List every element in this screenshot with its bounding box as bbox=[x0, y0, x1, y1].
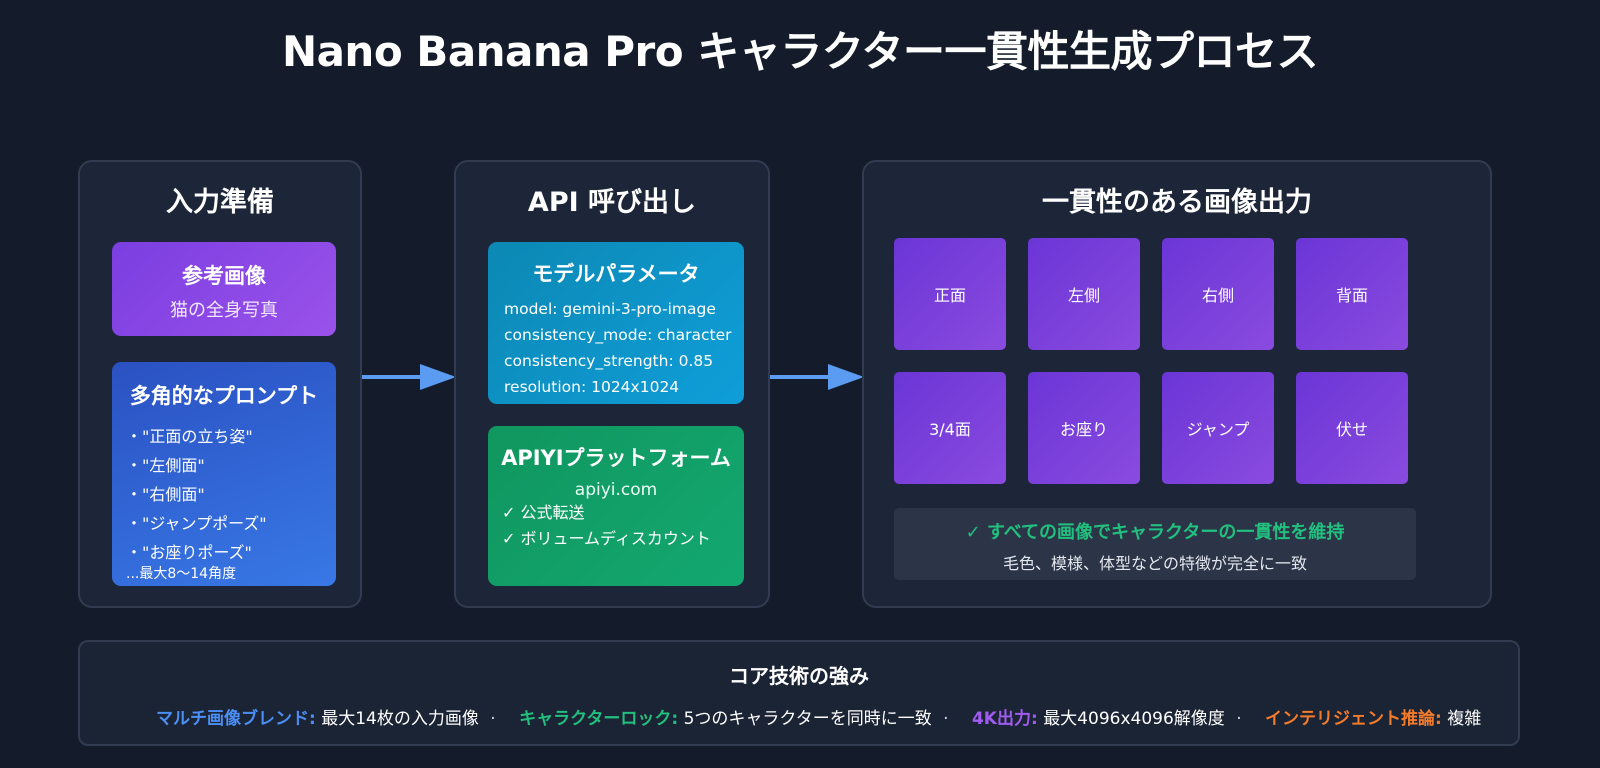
strength-label: インテリジェント推論: bbox=[1265, 709, 1442, 729]
output-tile: 背面 bbox=[1296, 238, 1408, 350]
prompt-item: ・"正面の立ち姿" bbox=[126, 427, 253, 446]
strength-label: キャラクターロック: bbox=[519, 709, 679, 729]
model-params-title: モデルパラメータ bbox=[532, 262, 700, 286]
prompt-item: ・"お座りポーズ" bbox=[126, 543, 252, 562]
api-panel: API 呼び出し モデルパラメータ model: gemini-3-pro-im… bbox=[454, 160, 770, 608]
prompt-item: ・"右側面" bbox=[126, 485, 205, 504]
input-panel-title: 入力準備 bbox=[166, 187, 274, 218]
param-line: model: gemini-3-pro-image bbox=[504, 300, 716, 318]
output-tile: ジャンプ bbox=[1162, 372, 1274, 484]
strength-label: 4K出力: bbox=[971, 709, 1038, 729]
prompts-card: 多角的なプロンプト ・"正面の立ち姿" ・"左側面" ・"右側面" ・"ジャンプ… bbox=[112, 362, 336, 586]
strengths-panel: コア技術の強み マルチ画像ブレンド: 最大14枚の入力画像 · キャラクターロッ… bbox=[78, 640, 1520, 746]
platform-card: APIYIプラットフォーム apiyi.com ✓ 公式転送 ✓ ボリュームディ… bbox=[488, 426, 744, 586]
consistency-sub: 毛色、模様、体型などの特徴が完全に一致 bbox=[1002, 554, 1307, 573]
output-panel-title: 一貫性のある画像出力 bbox=[1042, 187, 1312, 218]
prompts-more: ...最大8〜14角度 bbox=[126, 566, 237, 582]
strength-text: 最大14枚の入力画像 bbox=[321, 709, 479, 729]
prompts-title: 多角的なプロンプト bbox=[129, 384, 319, 408]
strength-text: 最大4096x4096解像度 bbox=[1043, 709, 1225, 729]
input-panel: 入力準備 参考画像 猫の全身写真 多角的なプロンプト ・"正面の立ち姿" ・"左… bbox=[78, 160, 362, 608]
output-tile: 伏せ bbox=[1296, 372, 1408, 484]
platform-title: APIYIプラットフォーム bbox=[501, 446, 731, 470]
reference-image-card: 参考画像 猫の全身写真 bbox=[112, 242, 336, 336]
output-tile: 正面 bbox=[894, 238, 1006, 350]
arrow-right-icon bbox=[770, 364, 864, 390]
output-panel: 一貫性のある画像出力 正面 左側 右側 背面 3/4面 お座り ジャンプ 伏せ … bbox=[862, 160, 1492, 608]
strengths-list: マルチ画像ブレンド: 最大14枚の入力画像 · キャラクターロック: 5つのキャ… bbox=[156, 704, 1481, 729]
strength-separator: · bbox=[490, 709, 496, 729]
param-line: consistency_mode: character bbox=[504, 326, 732, 344]
consistency-main: ✓ すべての画像でキャラクターの一貫性を維持 bbox=[965, 522, 1345, 543]
strength-label: マルチ画像ブレンド: bbox=[156, 709, 316, 729]
prompt-item: ・"左側面" bbox=[126, 456, 205, 475]
page-title: Nano Banana Pro キャラクター一貫性生成プロセス bbox=[281, 27, 1319, 76]
reference-image-subtitle: 猫の全身写真 bbox=[170, 300, 278, 321]
api-panel-title: API 呼び出し bbox=[527, 187, 697, 218]
output-tile: お座り bbox=[1028, 372, 1140, 484]
strength-separator: · bbox=[1236, 709, 1242, 729]
strength-text: 5つのキャラクターを同時に一致 bbox=[683, 709, 932, 729]
output-tile: 右側 bbox=[1162, 238, 1274, 350]
strength-separator: · bbox=[943, 709, 949, 729]
strength-text: 複雑 bbox=[1447, 709, 1482, 729]
strengths-title: コア技術の強み bbox=[729, 664, 869, 688]
param-line: consistency_strength: 0.85 bbox=[504, 352, 714, 370]
reference-image-title: 参考画像 bbox=[182, 264, 266, 288]
param-line: resolution: 1024x1024 bbox=[504, 378, 680, 396]
model-params-card: モデルパラメータ model: gemini-3-pro-image consi… bbox=[488, 242, 744, 404]
platform-feature: ✓ ボリュームディスカウント bbox=[502, 529, 711, 548]
platform-domain: apiyi.com bbox=[574, 480, 658, 500]
platform-feature: ✓ 公式転送 bbox=[502, 503, 585, 522]
consistency-note: ✓ すべての画像でキャラクターの一貫性を維持 毛色、模様、体型などの特徴が完全に… bbox=[894, 508, 1416, 580]
prompt-item: ・"ジャンプポーズ" bbox=[126, 514, 267, 533]
arrow-right-icon bbox=[362, 364, 456, 390]
output-tile: 3/4面 bbox=[894, 372, 1006, 484]
output-tile: 左側 bbox=[1028, 238, 1140, 350]
